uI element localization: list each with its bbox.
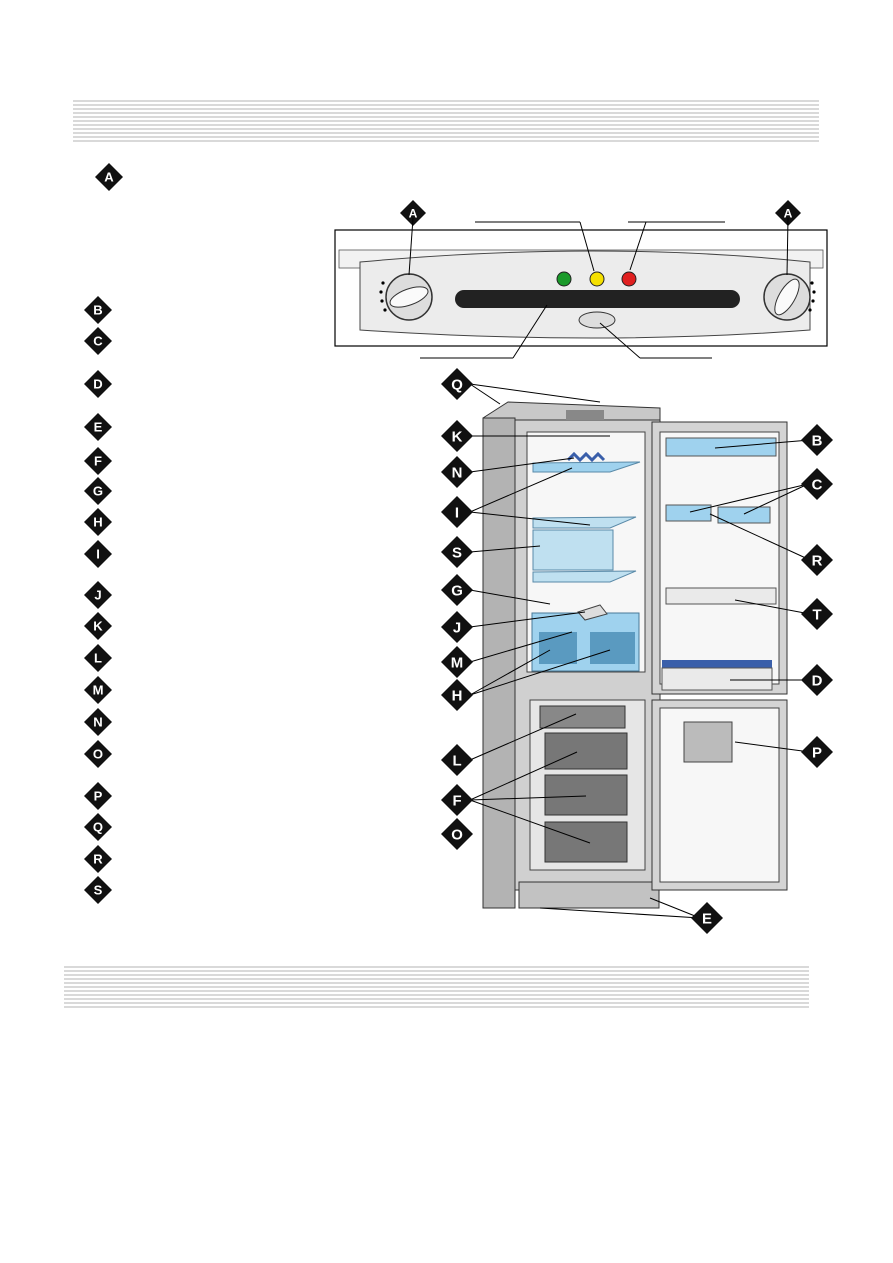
refrigerator-body: [482, 401, 788, 909]
svg-text:I: I: [96, 547, 100, 562]
svg-text:H: H: [452, 687, 463, 704]
svg-text:F: F: [94, 454, 102, 469]
svg-text:J: J: [453, 619, 461, 636]
legend-badge-k: K: [84, 612, 112, 640]
legend-badge-l: L: [84, 644, 112, 672]
svg-text:S: S: [452, 544, 462, 561]
svg-text:A: A: [409, 206, 418, 220]
svg-text:S: S: [94, 883, 103, 898]
callout-badge-q: Q: [441, 368, 473, 400]
panel-badge-right: A: [775, 200, 801, 226]
svg-text:O: O: [93, 747, 103, 762]
svg-text:N: N: [452, 464, 463, 481]
panel-badge-left: A: [400, 200, 426, 226]
svg-text:A: A: [104, 170, 114, 185]
svg-text:P: P: [94, 789, 103, 804]
callout-badge-d: D: [801, 664, 833, 696]
callout-badge-r: R: [801, 544, 833, 576]
legend-badge-m: M: [84, 676, 112, 704]
svg-text:F: F: [452, 792, 461, 809]
svg-text:R: R: [93, 852, 103, 867]
callout-badge-n: N: [441, 456, 473, 488]
svg-text:L: L: [94, 651, 102, 666]
callout-badge-j: J: [441, 611, 473, 643]
legend-badge-c: C: [84, 327, 112, 355]
legend-badge-j: J: [84, 581, 112, 609]
section-header-band: [73, 100, 819, 142]
callout-badge-t: T: [801, 598, 833, 630]
svg-text:R: R: [812, 552, 823, 569]
legend-badge-p: P: [84, 782, 112, 810]
svg-text:Q: Q: [451, 376, 463, 393]
legend-badge-r: R: [84, 845, 112, 873]
svg-text:A: A: [784, 206, 793, 220]
callout-badge-o: O: [441, 818, 473, 850]
callout-badge-c: C: [801, 468, 833, 500]
yellow-indicator-icon: [589, 271, 605, 287]
svg-text:H: H: [93, 515, 102, 530]
legend-badge-e: E: [84, 413, 112, 441]
svg-text:C: C: [812, 476, 823, 493]
green-indicator-icon: [556, 271, 572, 287]
legend-badge-q: Q: [84, 813, 112, 841]
legend-badge-o: O: [84, 740, 112, 768]
legend-badge-d: D: [84, 370, 112, 398]
svg-text:O: O: [451, 826, 463, 843]
legend-badge-n: N: [84, 708, 112, 736]
svg-text:K: K: [93, 619, 103, 634]
svg-text:P: P: [812, 744, 822, 761]
svg-text:D: D: [93, 377, 102, 392]
svg-text:Q: Q: [93, 820, 103, 835]
svg-text:N: N: [93, 715, 102, 730]
svg-text:I: I: [455, 504, 459, 521]
section-header-band-2: [64, 966, 809, 1008]
red-indicator-icon: [621, 271, 637, 287]
svg-text:L: L: [452, 752, 461, 769]
svg-text:C: C: [93, 334, 103, 349]
callout-badge-h: H: [441, 679, 473, 711]
callout-badge-l: L: [441, 744, 473, 776]
legend-badge-a: A: [95, 163, 123, 191]
callout-badge-g: G: [441, 574, 473, 606]
svg-text:T: T: [812, 606, 821, 623]
legend-badge-b: B: [84, 296, 112, 324]
svg-text:G: G: [451, 582, 463, 599]
control-panel: [334, 217, 828, 359]
svg-text:K: K: [452, 428, 463, 445]
callout-badge-i: I: [441, 496, 473, 528]
legend-badge-f: F: [84, 447, 112, 475]
svg-text:J: J: [94, 588, 101, 603]
legend-badge-s: S: [84, 876, 112, 904]
callout-lines: [469, 383, 811, 919]
callout-badge-m: M: [441, 646, 473, 678]
svg-text:B: B: [93, 303, 102, 318]
callout-badge-e: E: [691, 902, 723, 934]
legend-badge-i: I: [84, 540, 112, 568]
svg-text:E: E: [702, 910, 712, 927]
callout-badge-p: P: [801, 736, 833, 768]
svg-text:M: M: [451, 654, 463, 671]
svg-text:D: D: [812, 672, 823, 689]
legend-badge-g: G: [84, 477, 112, 505]
callout-badge-s: S: [441, 536, 473, 568]
legend-badge-h: H: [84, 508, 112, 536]
callout-badge-b: B: [801, 424, 833, 456]
callout-badge-f: F: [441, 784, 473, 816]
svg-text:G: G: [93, 484, 103, 499]
svg-text:E: E: [94, 420, 103, 435]
svg-text:M: M: [93, 683, 104, 698]
svg-text:B: B: [812, 432, 823, 449]
callout-badge-k: K: [441, 420, 473, 452]
